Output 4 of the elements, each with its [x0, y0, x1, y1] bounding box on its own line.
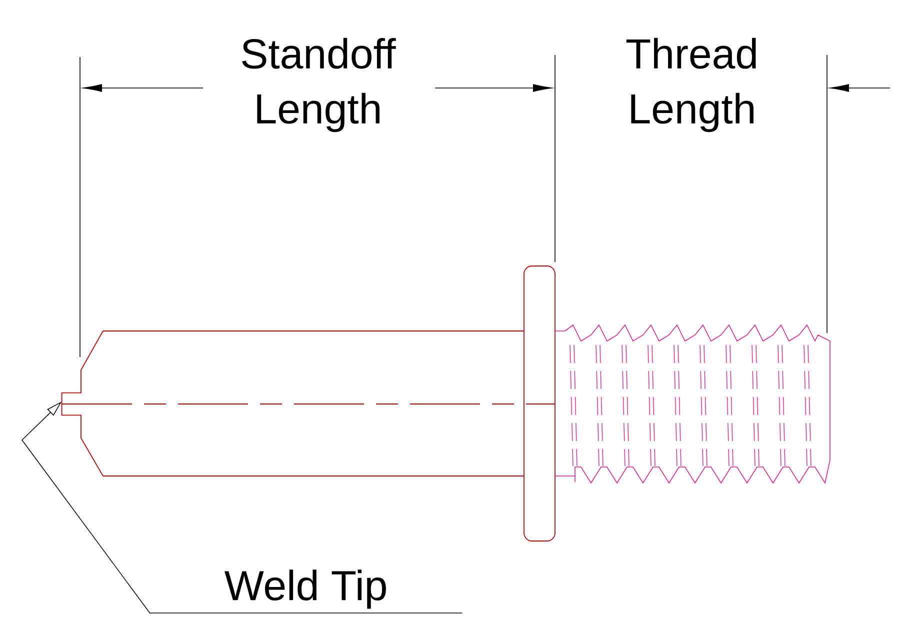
dimension-label: Thread Length — [626, 38, 756, 132]
callout-label: Weld Tip — [224, 570, 386, 609]
dimension-label: Standoff Length — [242, 38, 396, 132]
weld-tip — [61, 392, 82, 416]
